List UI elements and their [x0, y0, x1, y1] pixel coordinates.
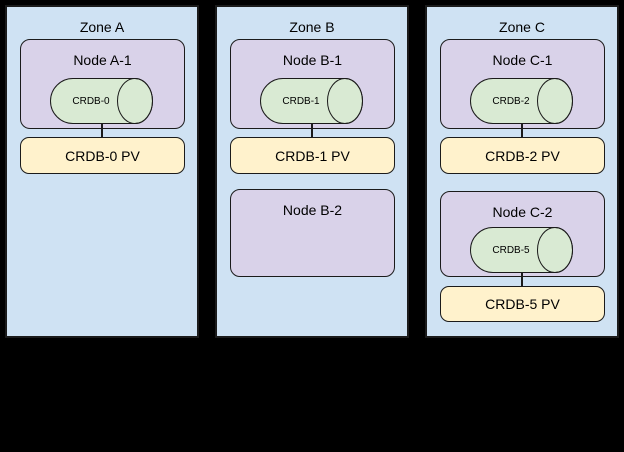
- database-cylinder-icon: [470, 227, 573, 273]
- cylinder-crdb-5: CRDB-5: [470, 227, 573, 273]
- pv-crdb-1-label: CRDB-1 PV: [275, 147, 350, 164]
- node-c-2-label: Node C-2: [492, 204, 553, 220]
- node-a-1: Node A-1 CRDB-0: [20, 39, 185, 129]
- node-c-2: Node C-2 CRDB-5: [440, 191, 605, 277]
- pv-crdb-5-label: CRDB-5 PV: [485, 296, 560, 312]
- zone-a: Zone A Node A-1 CRDB-0 CRDB-0 PV: [5, 5, 199, 338]
- cylinder-crdb-2: CRDB-2: [470, 78, 573, 124]
- node-b-1-label: Node B-1: [282, 52, 343, 68]
- pv-crdb-2: CRDB-2 PV: [440, 137, 605, 174]
- connector-crdb-5-to-pv: [521, 272, 523, 287]
- cylinder-crdb-5-label: CRDB-5: [492, 244, 530, 256]
- pv-crdb-0: CRDB-0 PV: [20, 137, 185, 174]
- pv-crdb-5: CRDB-5 PV: [440, 286, 605, 322]
- zone-b-label: Zone B: [289, 19, 335, 35]
- database-cylinder-icon: [260, 78, 363, 124]
- cylinder-crdb-1: CRDB-1: [260, 78, 363, 124]
- connector-crdb-1-to-pv: [311, 124, 313, 138]
- pv-crdb-0-label: CRDB-0 PV: [65, 147, 140, 164]
- node-b-1: Node B-1 CRDB-1: [230, 39, 395, 129]
- zone-a-label: Zone A: [79, 19, 125, 35]
- pv-crdb-2-label: CRDB-2 PV: [485, 147, 560, 164]
- database-cylinder-icon: [470, 78, 573, 124]
- pv-crdb-1: CRDB-1 PV: [230, 137, 395, 174]
- node-b-2-label: Node B-2: [282, 202, 343, 218]
- node-c-1-label: Node C-1: [492, 52, 553, 68]
- zone-c-label: Zone C: [499, 19, 545, 35]
- node-b-2: Node B-2: [230, 189, 395, 277]
- cylinder-crdb-2-label: CRDB-2: [492, 95, 530, 107]
- node-a-1-label: Node A-1: [73, 52, 132, 68]
- cylinder-crdb-0-label: CRDB-0: [72, 95, 110, 107]
- connector-crdb-0-to-pv: [101, 124, 103, 138]
- cylinder-crdb-0: CRDB-0: [50, 78, 153, 124]
- zone-c: Zone C Node C-1 CRDB-2 CRDB-2 PV Node C-…: [425, 5, 619, 338]
- node-c-1: Node C-1 CRDB-2: [440, 39, 605, 129]
- connector-crdb-2-to-pv: [521, 124, 523, 138]
- database-cylinder-icon: [50, 78, 153, 124]
- zone-b: Zone B Node B-1 CRDB-1 CRDB-1 PV Node B-…: [215, 5, 409, 338]
- cylinder-crdb-1-label: CRDB-1: [282, 95, 320, 107]
